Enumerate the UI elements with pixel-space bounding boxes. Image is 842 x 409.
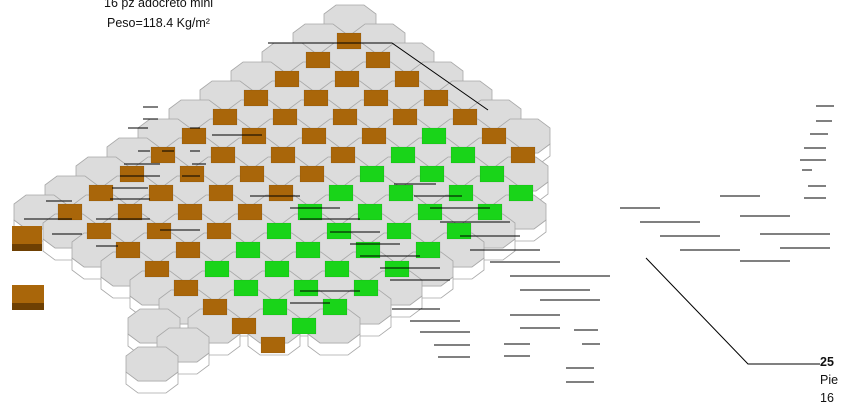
- green-square: [262, 298, 288, 316]
- brown-square: [150, 146, 176, 164]
- brown-square: [210, 146, 236, 164]
- brown-square: [181, 127, 207, 145]
- brown-square: [241, 127, 267, 145]
- green-square: [479, 165, 505, 183]
- brown-square: [237, 203, 263, 221]
- brown-square: [270, 146, 296, 164]
- brown-square: [394, 70, 420, 88]
- green-square: [204, 260, 230, 278]
- brown-square: [361, 127, 387, 145]
- green-square: [328, 184, 354, 202]
- brown-square: [423, 89, 449, 107]
- brown-square: [336, 32, 362, 50]
- brown-square: [173, 279, 199, 297]
- green-square: [421, 127, 447, 145]
- green-square: [324, 260, 350, 278]
- brown-square: [365, 51, 391, 69]
- brown-square: [202, 298, 228, 316]
- green-square: [235, 241, 261, 259]
- green-square: [322, 298, 348, 316]
- brown-square: [452, 108, 478, 126]
- green-square: [450, 146, 476, 164]
- brown-square: [392, 108, 418, 126]
- loose-brown-block: [12, 226, 42, 251]
- green-square: [359, 165, 385, 183]
- green-square: [419, 165, 445, 183]
- annotation-top-line-1: 16 pz adocreto mini: [104, 0, 214, 10]
- loose-brown-block: [12, 285, 44, 310]
- brown-square: [303, 89, 329, 107]
- brown-square: [115, 241, 141, 259]
- brown-square: [88, 184, 114, 202]
- green-square: [384, 260, 410, 278]
- brown-square: [119, 165, 145, 183]
- brown-square: [144, 260, 170, 278]
- leader-line-bottom: [645, 257, 820, 365]
- brown-square: [305, 51, 331, 69]
- paver: [125, 346, 179, 382]
- green-square: [266, 222, 292, 240]
- green-square: [353, 279, 379, 297]
- brown-square: [363, 89, 389, 107]
- brown-square: [208, 184, 234, 202]
- green-square: [415, 241, 441, 259]
- brown-square: [481, 127, 507, 145]
- brown-square: [206, 222, 232, 240]
- brown-square: [334, 70, 360, 88]
- brown-square: [179, 165, 205, 183]
- brown-square: [239, 165, 265, 183]
- brown-square: [57, 203, 83, 221]
- green-square: [295, 241, 321, 259]
- brown-square: [175, 241, 201, 259]
- green-square: [233, 279, 259, 297]
- brown-square: [117, 203, 143, 221]
- green-square: [388, 184, 414, 202]
- dimension-marks: [24, 105, 834, 383]
- brown-square: [332, 108, 358, 126]
- green-square: [264, 260, 290, 278]
- brown-square: [260, 336, 286, 354]
- brown-square: [86, 222, 112, 240]
- green-square: [291, 317, 317, 335]
- green-square: [446, 222, 472, 240]
- green-square: [508, 184, 534, 202]
- brown-square: [231, 317, 257, 335]
- green-square: [297, 203, 323, 221]
- annotation-bottom-line-2: Pie: [820, 373, 839, 387]
- green-square: [417, 203, 443, 221]
- brown-square: [268, 184, 294, 202]
- green-square: [326, 222, 352, 240]
- brown-square: [272, 108, 298, 126]
- brown-square: [177, 203, 203, 221]
- brown-square: [510, 146, 536, 164]
- brown-square: [212, 108, 238, 126]
- brown-square: [301, 127, 327, 145]
- green-square: [355, 241, 381, 259]
- green-square: [293, 279, 319, 297]
- square-inserts: [12, 32, 536, 354]
- green-square: [448, 184, 474, 202]
- brown-square: [299, 165, 325, 183]
- annotation-bottom-line-1: 25: [820, 355, 834, 369]
- annotation-top-line-2: Peso=118.4 Kg/m²: [107, 16, 210, 30]
- leader-lines: [268, 42, 820, 365]
- annotation-bottom-line-3: 16: [820, 391, 834, 405]
- brown-square: [330, 146, 356, 164]
- brown-square: [274, 70, 300, 88]
- green-square: [477, 203, 503, 221]
- brown-square: [148, 184, 174, 202]
- brown-square: [146, 222, 172, 240]
- green-square: [390, 146, 416, 164]
- brown-square: [243, 89, 269, 107]
- green-square: [357, 203, 383, 221]
- green-square: [386, 222, 412, 240]
- leader-line-top: [268, 42, 489, 111]
